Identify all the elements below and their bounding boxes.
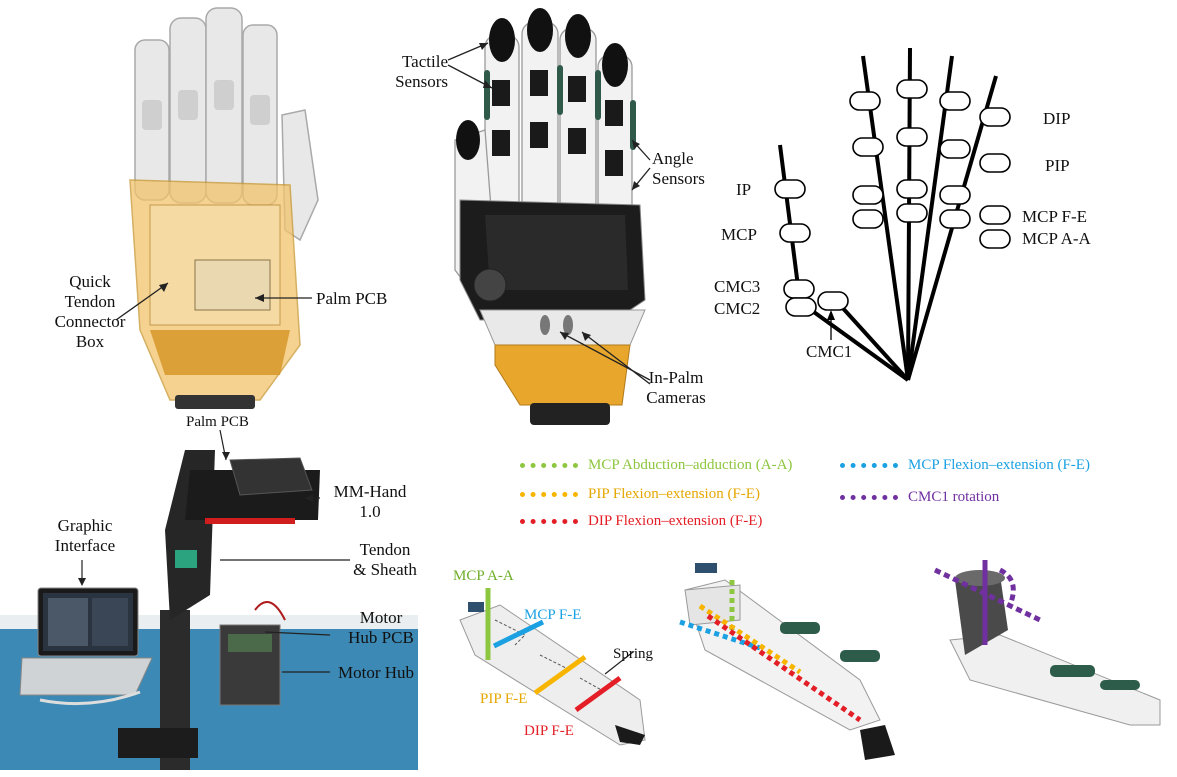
legend-item-cmc1-rotation: CMC1 rotation bbox=[840, 489, 999, 506]
panel-hand-sensors: Tactile Sensors Angle Sensors In-Palm Ca… bbox=[360, 0, 720, 440]
legend-item-dip-fe: DIP Flexion–extension (F-E) bbox=[520, 513, 762, 530]
joint-label-cmc3: CMC3 bbox=[714, 277, 761, 296]
panel-finger-joint-axes: MCP A-A MCP F-E Spring PIP F-E DIP F-E bbox=[440, 560, 1177, 777]
panel-hand-translucent: Quick Tendon Connector Box Palm PCB bbox=[0, 0, 420, 420]
label-mm-hand: MM-Hand 1.0 bbox=[333, 482, 407, 521]
system-setup-render bbox=[0, 429, 418, 770]
joint-label-mcp: MCP bbox=[721, 225, 757, 244]
legend-swatch bbox=[520, 519, 578, 524]
kinematic-skeleton bbox=[774, 47, 1011, 382]
label-spring: Spring bbox=[613, 646, 654, 662]
label-palm-pcb-top: Palm PCB bbox=[316, 289, 388, 308]
joint-label-dip: DIP bbox=[1043, 109, 1071, 128]
joint-label-ip: IP bbox=[736, 180, 752, 199]
finger-joint-renders bbox=[459, 560, 1161, 760]
label-motor-hub-pcb: Motor Hub PCB bbox=[348, 608, 414, 647]
label-pip-fe: PIP F-E bbox=[480, 691, 528, 707]
legend-label: CMC1 rotation bbox=[908, 489, 1000, 505]
legend-label: PIP Flexion–extension (F-E) bbox=[588, 486, 760, 502]
joint-label-mcp-aa: MCP A-A bbox=[1022, 229, 1091, 248]
label-graphic-interface: Graphic Interface bbox=[54, 516, 116, 555]
label-palm-pcb-bottom: Palm PCB bbox=[186, 414, 249, 430]
legend-swatch bbox=[840, 463, 898, 468]
joint-label-cmc2: CMC2 bbox=[714, 299, 761, 318]
legend-item-mcp-aa: MCP Abduction–adduction (A-A) bbox=[520, 457, 792, 474]
legend-item-pip-fe: PIP Flexion–extension (F-E) bbox=[520, 486, 760, 503]
legend-label: MCP Flexion–extension (F-E) bbox=[908, 457, 1090, 473]
label-angle-sensors: Angle Sensors bbox=[652, 149, 705, 188]
legend-swatch bbox=[520, 492, 578, 497]
hand-translucent-render bbox=[115, 7, 319, 409]
joint-label-mcp-fe: MCP F-E bbox=[1022, 207, 1088, 226]
legend-swatch bbox=[840, 495, 898, 500]
joint-label-cmc1: CMC1 bbox=[806, 342, 853, 361]
label-quick-tendon-connector-box: Quick Tendon Connector Box bbox=[54, 272, 126, 351]
joint-label-pip: PIP bbox=[1045, 156, 1070, 175]
legend-label: DIP Flexion–extension (F-E) bbox=[588, 513, 763, 529]
legend-item-mcp-fe: MCP Flexion–extension (F-E) bbox=[840, 457, 1090, 474]
legend-swatch bbox=[520, 463, 578, 468]
label-mcp-fe: MCP F-E bbox=[524, 607, 582, 623]
label-tactile-sensors: Tactile Sensors bbox=[395, 52, 448, 91]
hand-sensors-render bbox=[447, 8, 651, 425]
label-motor-hub: Motor Hub bbox=[338, 663, 415, 682]
label-mcp-aa: MCP A-A bbox=[453, 568, 514, 584]
panel-kinematic-diagram: DIP PIP MCP F-E MCP A-A IP MCP CMC3 CMC2… bbox=[700, 40, 1177, 400]
label-tendon-sheath: Tendon & Sheath bbox=[353, 540, 417, 579]
label-in-palm-cameras: In-Palm Cameras bbox=[646, 368, 706, 407]
legend-label: MCP Abduction–adduction (A-A) bbox=[588, 457, 793, 473]
joint-color-legend: MCP Abduction–adduction (A-A) PIP Flexio… bbox=[520, 455, 1160, 535]
panel-system-setup: Palm PCB MM-Hand 1.0 Graphic Interface T… bbox=[0, 410, 440, 777]
label-dip-fe: DIP F-E bbox=[524, 723, 574, 739]
